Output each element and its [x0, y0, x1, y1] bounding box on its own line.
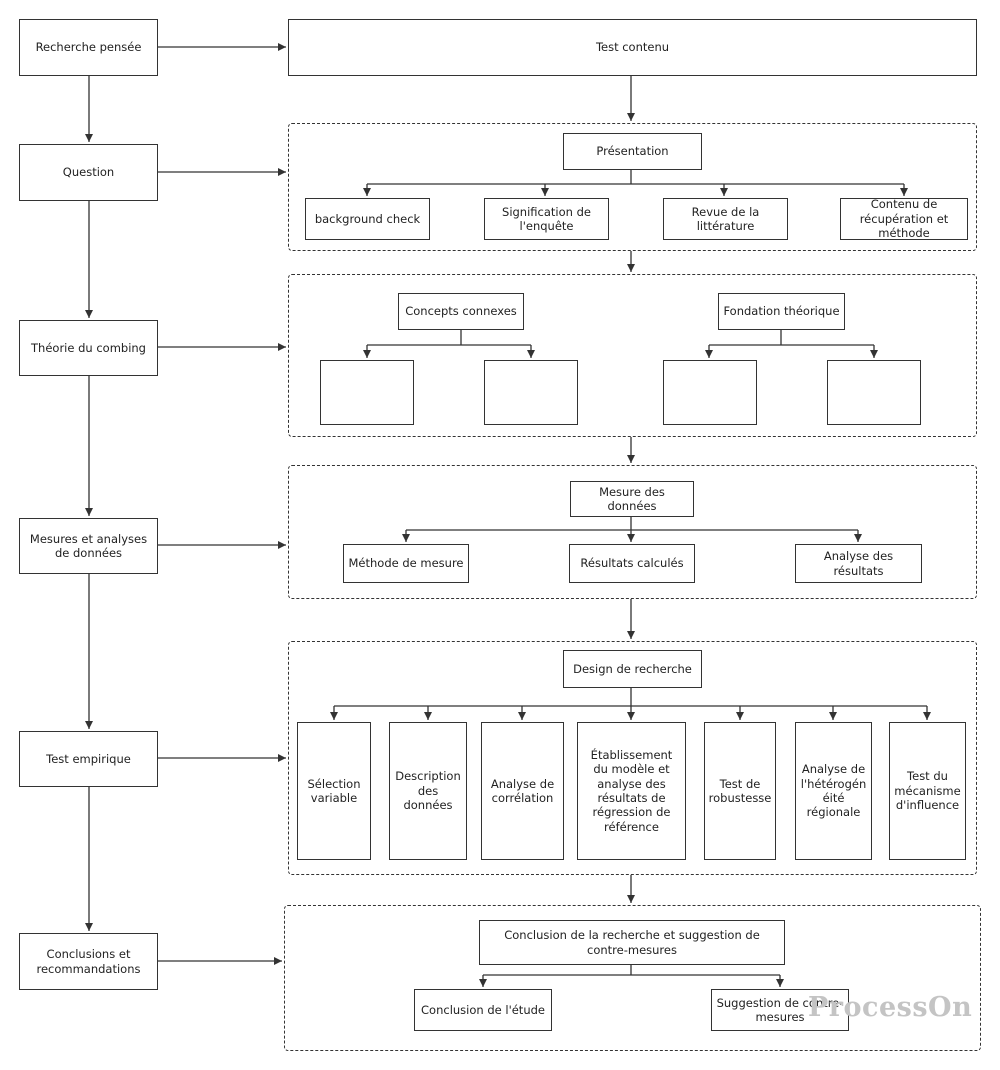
step-research-thinking[interactable]: Recherche pensée	[19, 19, 158, 76]
group-conclusion	[284, 905, 981, 1051]
design-regional-heterogeneity[interactable]: Analyse de l'hétérogén éité régionale	[795, 722, 872, 860]
data-measurement-head[interactable]: Mesure des données	[570, 481, 694, 517]
processon-watermark: ProcessOn	[808, 992, 973, 1023]
step-question[interactable]: Question	[19, 144, 158, 201]
presentation-head[interactable]: Présentation	[563, 133, 702, 170]
presentation-item-background-check[interactable]: background check	[305, 198, 430, 240]
design-variable-selection[interactable]: Sélection variable	[297, 722, 371, 860]
step-data-analysis[interactable]: Mesures et analyses de données	[19, 518, 158, 574]
data-computed-results[interactable]: Résultats calculés	[569, 544, 695, 583]
design-head[interactable]: Design de recherche	[563, 650, 702, 688]
presentation-item-significance[interactable]: Signification de l'enquête	[484, 198, 609, 240]
group-research-design	[288, 641, 977, 875]
theory-foundation-box-1[interactable]	[663, 360, 757, 425]
theory-concept-box-1[interactable]	[320, 360, 414, 425]
step-theory[interactable]: Théorie du combing	[19, 320, 158, 376]
design-model-regression[interactable]: Établissement du modèle et analyse des r…	[577, 722, 686, 860]
step-empirical-test[interactable]: Test empirique	[19, 731, 158, 787]
conclusion-study[interactable]: Conclusion de l'étude	[414, 989, 552, 1031]
presentation-item-method[interactable]: Contenu de récupération et méthode	[840, 197, 968, 240]
group-data-measurement	[288, 465, 977, 599]
theory-related-concepts[interactable]: Concepts connexes	[398, 293, 524, 330]
presentation-item-literature-review[interactable]: Revue de la littérature	[663, 198, 788, 240]
theory-foundation-box-2[interactable]	[827, 360, 921, 425]
theory-foundation[interactable]: Fondation théorique	[718, 293, 845, 330]
design-robustness-test[interactable]: Test de robustesse	[704, 722, 776, 860]
design-data-description[interactable]: Description des données	[389, 722, 467, 860]
conclusion-head[interactable]: Conclusion de la recherche et suggestion…	[479, 920, 785, 965]
data-result-analysis[interactable]: Analyse des résultats	[795, 544, 922, 583]
conclusion-suggestion[interactable]: Suggestion de contre-mesures	[711, 989, 849, 1031]
group-theory	[288, 274, 977, 437]
step-conclusions[interactable]: Conclusions et recommandations	[19, 933, 158, 990]
design-correlation-analysis[interactable]: Analyse de corrélation	[481, 722, 564, 860]
theory-concept-box-2[interactable]	[484, 360, 578, 425]
data-measure-method[interactable]: Méthode de mesure	[343, 544, 469, 583]
design-influence-mechanism[interactable]: Test du mécanisme d'influence	[889, 722, 966, 860]
group-presentation	[288, 123, 977, 251]
test-content-box[interactable]: Test contenu	[288, 19, 977, 76]
